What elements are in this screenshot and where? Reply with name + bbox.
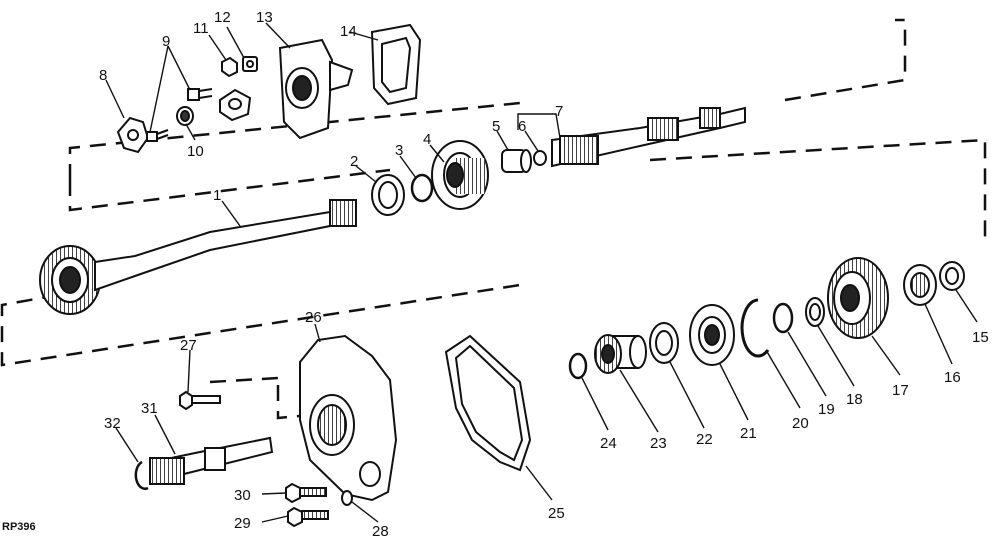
callout-22: 22 <box>696 431 713 448</box>
lower-assembly-frame <box>0 138 987 420</box>
callout-12: 12 <box>214 9 231 26</box>
bolt-29 <box>287 506 329 528</box>
callout-26: 26 <box>305 309 322 326</box>
callout-31: 31 <box>141 400 158 417</box>
upper-assembly-frame <box>68 18 907 212</box>
bushing-5 <box>501 149 532 173</box>
gear-23 <box>594 334 647 374</box>
bearing-21 <box>689 304 735 366</box>
callout-25: 25 <box>548 505 565 522</box>
bolt-9b <box>187 88 213 101</box>
ring-22 <box>649 322 679 364</box>
callout-3: 3 <box>395 142 403 159</box>
callout-7: 7 <box>555 103 563 120</box>
callout-15: 15 <box>972 329 989 346</box>
shaft-31 <box>149 436 274 485</box>
bolt-9 <box>146 129 169 142</box>
callout-8: 8 <box>99 67 107 84</box>
gear-17 <box>827 257 889 339</box>
plate-8 <box>116 116 150 154</box>
gasket-14 <box>370 23 422 106</box>
callout-2: 2 <box>350 153 358 170</box>
callout-23: 23 <box>650 435 667 452</box>
washer-12 <box>242 56 258 72</box>
cover-26 <box>299 334 398 502</box>
snap-ring-3 <box>410 173 434 203</box>
callout-labels: 1 2 3 4 5 6 7 8 9 10 11 12 13 14 15 16 1… <box>2 9 989 540</box>
ring-19 <box>772 302 794 334</box>
snap-ring-20 <box>740 298 770 358</box>
callout-14: 14 <box>340 23 357 40</box>
callout-5: 5 <box>492 118 500 135</box>
housing-13 <box>278 38 354 140</box>
callout-10: 10 <box>187 143 204 160</box>
retainer-2 <box>371 174 405 216</box>
bearing-4 <box>431 140 489 210</box>
bearing-16 <box>903 264 937 306</box>
callout-32: 32 <box>104 415 121 432</box>
callout-1: 1 <box>213 187 221 204</box>
callout-13: 13 <box>256 9 273 26</box>
nut-11 <box>221 56 238 78</box>
callout-20: 20 <box>792 415 809 432</box>
shaft-7 <box>551 106 746 168</box>
ring-6 <box>533 150 547 166</box>
ring-15 <box>939 261 965 291</box>
callout-29: 29 <box>234 515 251 532</box>
gasket-25 <box>444 334 532 472</box>
plate-9c <box>219 88 252 122</box>
bolt-27 <box>179 390 221 411</box>
leader-lines <box>105 22 978 523</box>
shaft-1 <box>39 199 357 315</box>
callout-4: 4 <box>423 131 431 148</box>
callout-28: 28 <box>372 523 389 540</box>
callout-16: 16 <box>944 369 961 386</box>
callout-6: 6 <box>518 118 526 135</box>
callout-24: 24 <box>600 435 617 452</box>
callout-18: 18 <box>846 391 863 408</box>
washer-18 <box>805 297 825 327</box>
snap-ring-24 <box>568 352 588 380</box>
callout-17: 17 <box>892 382 909 399</box>
bolt-30 <box>285 482 327 504</box>
figure-reference: RP396 <box>2 521 36 533</box>
bushing-10 <box>176 106 194 126</box>
callout-21: 21 <box>740 425 757 442</box>
callout-27: 27 <box>180 337 197 354</box>
callout-11: 11 <box>193 20 209 37</box>
washer-28 <box>341 490 353 506</box>
snap-ring-32 <box>134 460 149 490</box>
callout-30: 30 <box>234 487 251 504</box>
callout-9: 9 <box>162 33 170 50</box>
callout-19: 19 <box>818 401 835 418</box>
